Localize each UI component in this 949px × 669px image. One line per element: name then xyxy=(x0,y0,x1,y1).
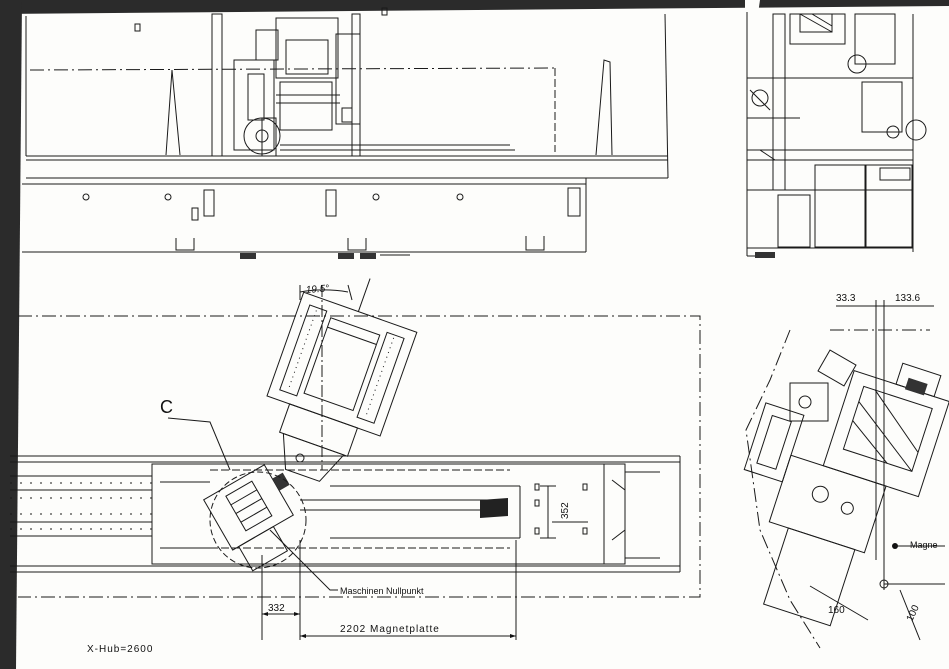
scan-edge-top xyxy=(0,0,949,14)
machine-origin-label: Maschinen Nullpunkt xyxy=(340,586,424,596)
detail-c-label: C xyxy=(160,397,173,417)
end-view-machine xyxy=(746,12,927,258)
side-view-machine xyxy=(22,7,669,259)
magnet-partial-label: Magne xyxy=(910,540,938,550)
dimension-33-3-label: 33.3 xyxy=(836,293,856,304)
dimension-133-6-label: 133.6 xyxy=(895,293,920,304)
top-view-machine xyxy=(10,278,701,640)
angle-label: 19.5° xyxy=(305,283,329,296)
dimension-352-label: 352 xyxy=(560,502,571,519)
dimension-100-label: 100 xyxy=(905,603,922,623)
dimension-160-label: 160 xyxy=(828,605,845,616)
dimension-332-label: 332 xyxy=(268,603,285,614)
detail-c-view xyxy=(743,300,949,649)
x-stroke-label: X-Hub=2600 xyxy=(87,644,153,655)
scan-edge-left xyxy=(0,0,22,669)
magnet-plate-dimension-label: 2202 Magnetplatte xyxy=(340,624,440,635)
